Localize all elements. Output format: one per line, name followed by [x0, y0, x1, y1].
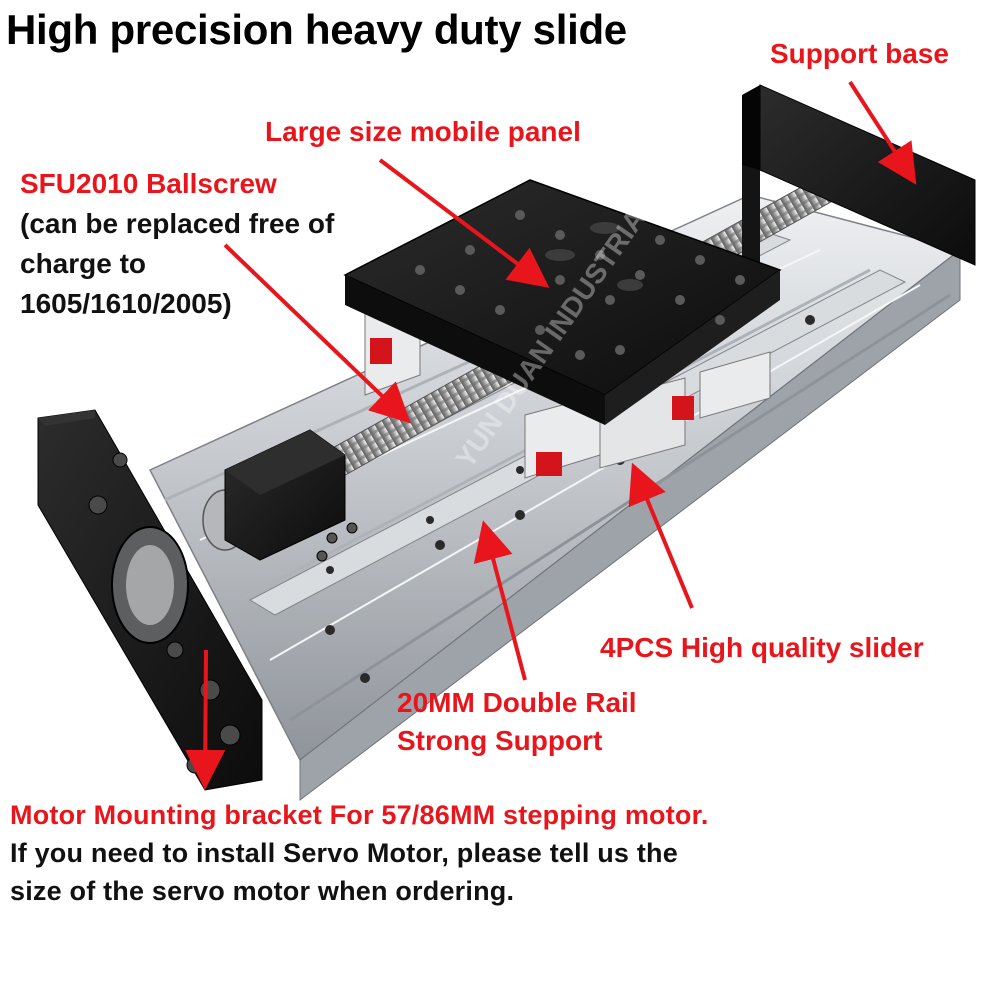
label-slider: 4PCS High quality slider	[600, 632, 924, 663]
arrow-motor-mount	[185, 649, 226, 790]
ballscrew-note-line3: 1605/1610/2005)	[20, 288, 232, 319]
label-support-base: Support base	[770, 38, 949, 69]
motor-line2: If you need to install Servo Motor, plea…	[10, 838, 678, 868]
ballscrew-note-line2: charge to	[20, 248, 147, 279]
arrow-ballscrew	[223, 243, 411, 424]
motor-line1: Motor Mounting bracket For 57/86MM stepp…	[10, 800, 709, 830]
rail-line2: Strong Support	[397, 725, 603, 756]
label-mobile-panel: Large size mobile panel	[265, 116, 581, 147]
arrow-support-base	[848, 80, 917, 185]
rail-line1: 20MM Double Rail	[397, 687, 637, 718]
arrow-rail	[473, 520, 527, 681]
arrow-slider	[628, 462, 694, 609]
label-rail: 20MM Double Rail Strong Support	[397, 684, 637, 760]
motor-line3: size of the servo motor when ordering.	[10, 876, 515, 906]
label-ballscrew: SFU2010 Ballscrew (can be replaced free …	[20, 164, 334, 324]
label-motor-mount: Motor Mounting bracket For 57/86MM stepp…	[10, 796, 709, 910]
ballscrew-name: SFU2010 Ballscrew	[20, 168, 277, 199]
bearing-block	[224, 429, 358, 562]
arrow-mobile-panel	[378, 158, 550, 288]
page-title: High precision heavy duty slide	[6, 6, 627, 53]
mobile-panel	[343, 179, 782, 425]
ballscrew-note-line1: (can be replaced free of	[20, 208, 335, 239]
